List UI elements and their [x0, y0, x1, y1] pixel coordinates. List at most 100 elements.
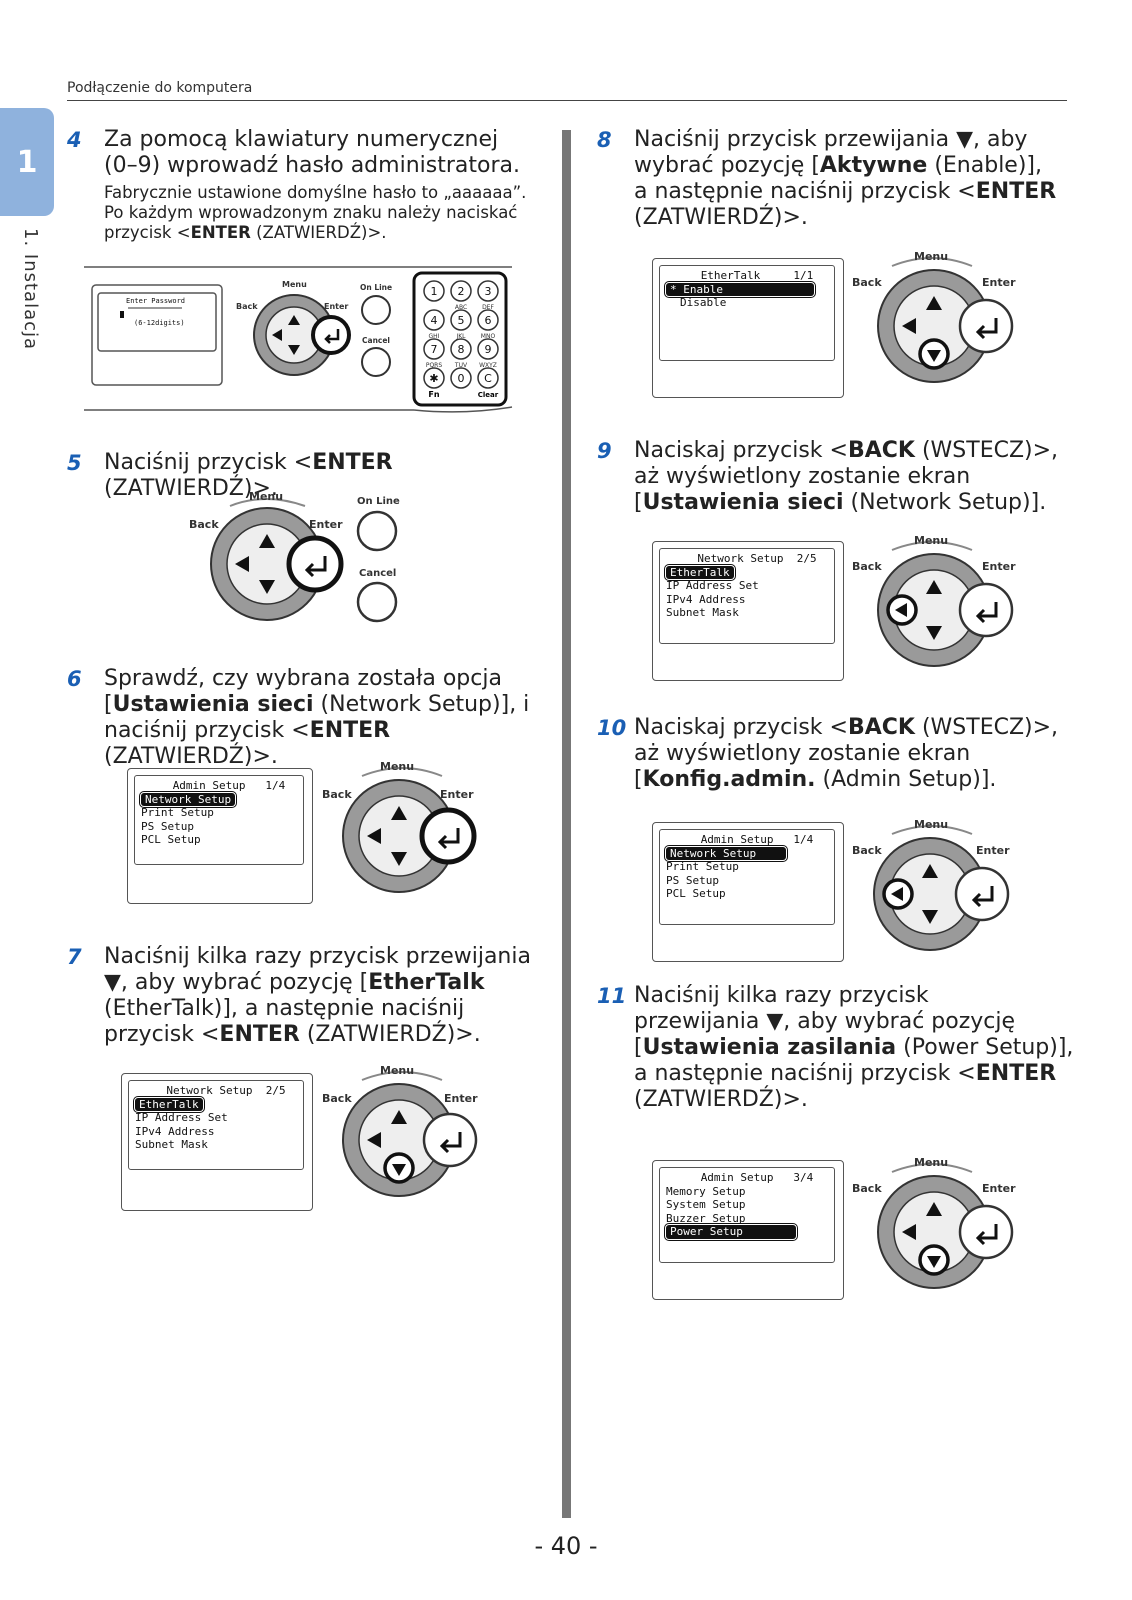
- keypad-key: [423, 280, 445, 302]
- svg-text:Back: Back: [852, 276, 882, 289]
- lcd-selected-item: * Enable: [664, 280, 816, 298]
- step-number: 8: [597, 128, 612, 152]
- step-number: 10: [597, 716, 627, 740]
- lcd-admin-setup-power: Admin Setup 3/4 Memory Setup System Setu…: [652, 1160, 844, 1300]
- step-text: Naciskaj przycisk <BACK (WSTECZ)>,aż wyś…: [634, 715, 1059, 792]
- keypad-key: [423, 309, 445, 331]
- step-10: 10 Naciskaj przycisk <BACK (WSTECZ)>,aż …: [597, 715, 1077, 793]
- menu-label: Menu: [282, 280, 307, 289]
- keypad-key: [450, 280, 472, 302]
- online-label: On Line: [360, 283, 392, 292]
- step-note: Fabrycznie ustawione domyślne hasło to „…: [104, 183, 527, 242]
- lcd-ethertalk: EtherTalk 1/1 * Enable Disable: [652, 258, 844, 398]
- keypad-key-letters: DEF: [482, 304, 494, 311]
- svg-text:Enter: Enter: [982, 560, 1016, 573]
- svg-text:Menu: Menu: [914, 534, 948, 547]
- svg-text:Enter: Enter: [982, 1182, 1016, 1195]
- lcd-selected-item: EtherTalk: [664, 563, 736, 581]
- keypad-key-label: 5: [458, 314, 465, 327]
- svg-text:Back: Back: [189, 518, 219, 531]
- step-text: Naciskaj przycisk <BACK (WSTECZ)>,aż wyś…: [634, 438, 1059, 515]
- step-number: 7: [67, 945, 82, 969]
- keypad-key-letters: ABC: [455, 304, 467, 311]
- nav-down-illustration: Menu Back Enter: [852, 250, 1016, 383]
- lcd-selected-item: Network Setup: [138, 790, 238, 808]
- header-rule: [67, 100, 1067, 101]
- svg-text:Enter: Enter: [309, 518, 343, 531]
- step-text: Naciśnij przycisk <ENTER (ZATWIERDŹ)>.: [104, 450, 393, 501]
- step-number: 11: [597, 984, 627, 1008]
- nav-enter-illustration: Menu Back Enter: [322, 760, 477, 893]
- keypad-key: [477, 338, 499, 360]
- fn-label: Fn: [428, 390, 439, 399]
- keypad-key-label: 1: [431, 285, 438, 298]
- svg-text:Enter: Enter: [982, 276, 1016, 289]
- lcd-admin-setup: Admin Setup 1/4 Network Setup Print Setu…: [127, 768, 313, 904]
- step-number: 5: [67, 451, 82, 475]
- step-text: Naciśnij kilka razy przycisk przewijania…: [104, 944, 531, 1047]
- lcd-selected-item: Network Setup: [664, 844, 788, 862]
- svg-text:Menu: Menu: [914, 818, 948, 831]
- keypad-key-letters: JKL: [455, 333, 466, 340]
- keypad-key-label: 6: [485, 314, 492, 327]
- keypad-key-label: 8: [458, 343, 465, 356]
- step-number: 4: [67, 128, 82, 152]
- svg-text:Back: Back: [322, 788, 352, 801]
- svg-text:Back: Back: [852, 844, 882, 857]
- keypad-key-letters: WXYZ: [479, 362, 497, 369]
- lcd-network-setup: Network Setup 2/5 EtherTalk IP Address S…: [121, 1073, 313, 1211]
- keypad-key-letters: TUV: [454, 362, 468, 369]
- svg-text:Enter: Enter: [444, 1092, 478, 1105]
- keypad-key-label: 4: [431, 314, 438, 327]
- step-text: Za pomocą klawiatury numerycznej(0–9) wp…: [104, 127, 520, 178]
- keypad-key: [477, 309, 499, 331]
- svg-text:Menu: Menu: [914, 250, 948, 263]
- svg-text:Menu: Menu: [914, 1156, 948, 1169]
- keypad-key: [423, 367, 445, 389]
- step-number: 6: [67, 667, 82, 691]
- keypad-key: [450, 309, 472, 331]
- keypad-key: [423, 338, 445, 360]
- keypad-key: [450, 338, 472, 360]
- svg-text:Back: Back: [852, 1182, 882, 1195]
- svg-text:Menu: Menu: [249, 490, 283, 503]
- nav-down-illustration: Menu Back Enter: [322, 1064, 478, 1197]
- step-number: 9: [597, 439, 612, 463]
- column-divider: [562, 130, 571, 1518]
- keypad-key: [477, 280, 499, 302]
- enter-label: Enter: [324, 302, 348, 311]
- svg-text:On Line: On Line: [357, 496, 400, 507]
- chapter-tab: 1: [0, 108, 54, 216]
- keypad-key-label: 3: [485, 285, 492, 298]
- step-7: 7 Naciśnij kilka razy przycisk przewijan…: [67, 944, 557, 1048]
- keypad-key-letters: GHI: [429, 333, 440, 340]
- keypad-key-label: ✱: [429, 372, 438, 385]
- keypad-key-label: 0: [458, 372, 465, 385]
- keypad-key-letters: PQRS: [426, 362, 443, 369]
- keypad-key-label: 2: [458, 285, 465, 298]
- keypad-key-label: 9: [485, 343, 492, 356]
- svg-text:Back: Back: [322, 1092, 352, 1105]
- nav-back-illustration: Menu Back Enter: [852, 534, 1016, 667]
- page-header: Podłączenie do komputera: [67, 80, 253, 96]
- svg-text:Cancel: Cancel: [359, 568, 396, 579]
- cancel-label: Cancel: [362, 336, 390, 345]
- svg-text:Enter: Enter: [440, 788, 474, 801]
- keypad-key: [450, 367, 472, 389]
- lcd-network-setup: Network Setup 2/5 EtherTalk IP Address S…: [652, 541, 844, 681]
- keypad-key: [477, 367, 499, 389]
- keypad-key-label: 7: [431, 343, 438, 356]
- step-5: 5 Naciśnij przycisk <ENTER (ZATWIERDŹ)>.: [67, 450, 547, 502]
- keypad-key-label: C: [484, 372, 492, 385]
- step-9: 9 Naciskaj przycisk <BACK (WSTECZ)>,aż w…: [597, 438, 1077, 516]
- svg-text:Menu: Menu: [380, 1064, 414, 1077]
- keypad-key-letters: MNO: [481, 333, 496, 340]
- lcd-selected-item: Power Setup: [664, 1223, 798, 1241]
- lcd-password-hint: (6-12digits): [134, 319, 185, 327]
